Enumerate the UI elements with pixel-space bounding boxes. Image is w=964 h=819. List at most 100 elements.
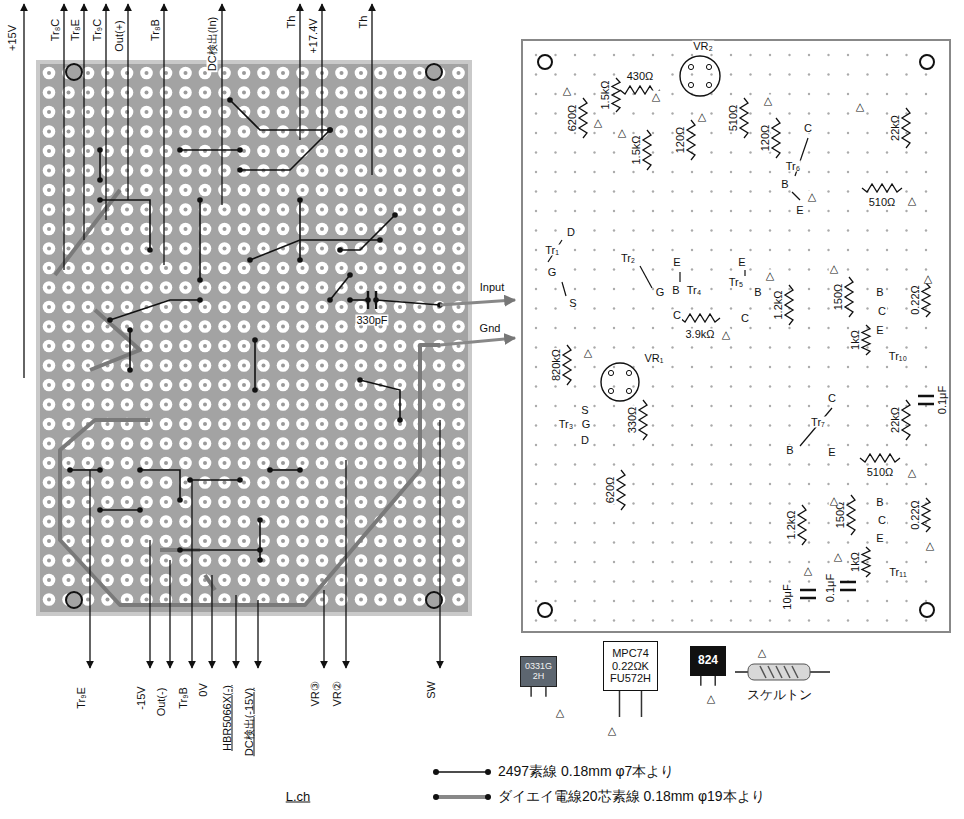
pad-hole xyxy=(257,574,270,587)
grid-dot xyxy=(886,619,888,621)
pad-hole xyxy=(179,379,192,392)
grid-dot xyxy=(866,151,868,153)
pad-hole xyxy=(355,223,368,236)
pad-centre xyxy=(340,71,344,75)
pad-centre xyxy=(203,91,207,95)
grid-dot xyxy=(866,502,868,504)
pad-hole xyxy=(452,418,465,431)
grid-dot xyxy=(691,268,693,270)
pad-centre xyxy=(242,461,246,465)
pad-hole xyxy=(452,67,465,80)
pad-hole xyxy=(413,515,426,528)
grid-dot xyxy=(671,483,673,485)
grid-dot xyxy=(925,600,927,602)
terminal-arrow xyxy=(235,595,236,668)
pad-centre xyxy=(67,578,71,582)
grid-dot xyxy=(905,93,907,95)
grid-dot xyxy=(710,288,712,290)
pad-centre xyxy=(184,481,188,485)
pad-centre xyxy=(398,539,402,543)
pad-hole xyxy=(277,535,290,548)
pad-centre xyxy=(106,461,110,465)
grid-dot xyxy=(808,54,810,56)
resistor-symbol xyxy=(785,285,793,325)
pad-hole xyxy=(238,476,251,489)
solder-point xyxy=(237,147,243,153)
grid-dot xyxy=(574,93,576,95)
grid-dot xyxy=(808,385,810,387)
pad-centre xyxy=(184,286,188,290)
grid-dot xyxy=(788,132,790,134)
pad-centre xyxy=(67,305,71,309)
grid-dot xyxy=(788,366,790,368)
pad-centre xyxy=(184,461,188,465)
pad-hole xyxy=(335,359,348,372)
grid-dot xyxy=(925,580,927,582)
pad-hole xyxy=(374,418,387,431)
pad-hole xyxy=(394,86,407,99)
grid-dot xyxy=(827,229,829,231)
pad-centre xyxy=(106,442,110,446)
pad-hole xyxy=(335,437,348,450)
pad-hole xyxy=(296,496,309,509)
grid-dot xyxy=(554,483,556,485)
grid-dot xyxy=(613,151,615,153)
solder-point xyxy=(97,467,103,473)
solder-point xyxy=(392,212,398,218)
pad-centre xyxy=(223,247,227,251)
pad-hole xyxy=(296,281,309,294)
solder-point xyxy=(337,247,343,253)
pad-hole xyxy=(413,164,426,177)
pad-centre xyxy=(320,247,324,251)
pad-hole xyxy=(160,164,173,177)
pad-hole xyxy=(394,535,407,548)
resistor-symbol xyxy=(847,495,855,535)
pad-hole xyxy=(160,125,173,138)
pad-hole xyxy=(452,437,465,450)
pad-hole xyxy=(121,86,134,99)
pad-centre xyxy=(164,461,168,465)
grid-dot xyxy=(827,151,829,153)
grid-dot xyxy=(886,366,888,368)
pad-hole xyxy=(82,535,95,548)
grid-dot xyxy=(574,502,576,504)
grid-dot xyxy=(691,366,693,368)
pad-centre xyxy=(67,520,71,524)
grid-dot xyxy=(925,346,927,348)
grid-dot xyxy=(788,327,790,329)
pad-centre xyxy=(359,266,363,270)
grid-dot xyxy=(788,385,790,387)
pad-hole xyxy=(218,398,231,411)
grid-dot xyxy=(710,600,712,602)
pad-hole xyxy=(296,145,309,158)
pad-centre xyxy=(457,500,461,504)
pad-hole xyxy=(316,535,329,548)
pad-centre xyxy=(223,364,227,368)
pad-centre xyxy=(106,383,110,387)
pad-centre xyxy=(281,188,285,192)
pad-hole xyxy=(43,515,56,528)
pad-hole xyxy=(257,145,270,158)
pad-hole xyxy=(43,281,56,294)
pad-centre xyxy=(47,539,51,543)
pad-hole xyxy=(335,340,348,353)
grid-dot xyxy=(652,171,654,173)
pad-hole xyxy=(101,281,114,294)
pad-centre xyxy=(164,364,168,368)
pad-centre xyxy=(203,422,207,426)
pad-centre xyxy=(418,500,422,504)
grid-dot xyxy=(769,210,771,212)
grid-dot xyxy=(925,93,927,95)
grid-dot xyxy=(730,249,732,251)
pad-centre xyxy=(398,130,402,134)
grid-dot xyxy=(769,600,771,602)
pad-centre xyxy=(398,461,402,465)
thin-wire xyxy=(140,470,180,500)
pad-hole xyxy=(277,67,290,80)
pad-centre xyxy=(457,539,461,543)
pad-centre xyxy=(418,188,422,192)
grid-dot xyxy=(535,132,537,134)
pad-hole xyxy=(374,476,387,489)
pad-hole xyxy=(43,223,56,236)
pad-hole xyxy=(218,535,231,548)
